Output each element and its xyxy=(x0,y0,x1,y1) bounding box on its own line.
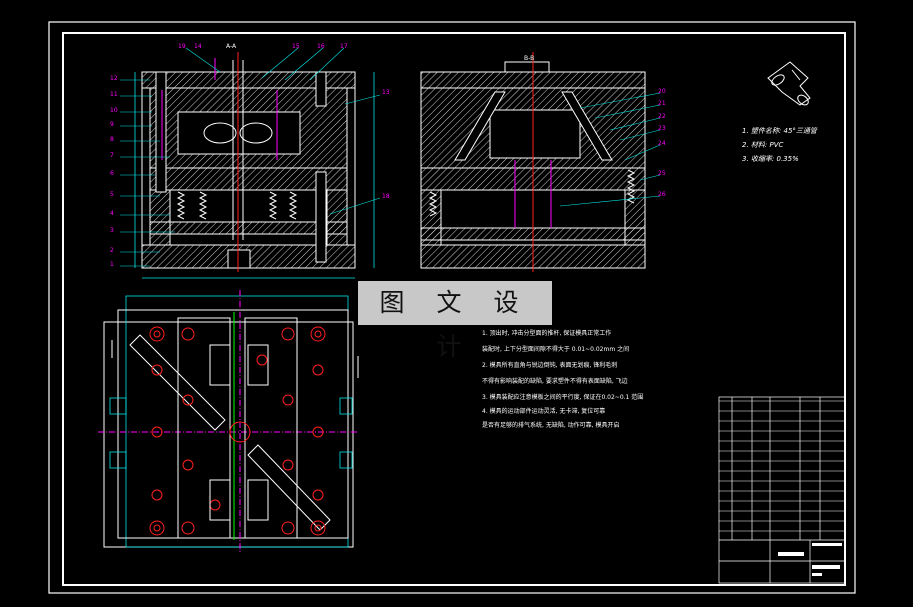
right-callout-26: 26 xyxy=(658,191,666,198)
left-callout-7: 7 xyxy=(110,152,114,159)
right-callout-23: 23 xyxy=(658,125,666,132)
title-block-fills xyxy=(778,543,842,576)
spec-line-2: 2. 材料: PVC xyxy=(742,141,784,149)
left-callout-13: 13 xyxy=(382,89,390,96)
tech-note-6: 4. 模具的运动部件运动灵活, 无卡滞, 复位可靠 xyxy=(482,408,606,415)
left-callout-4: 4 xyxy=(110,210,114,217)
spec-line-1: 1. 塑件名称: 45°三通管 xyxy=(742,127,817,135)
left-callout-9: 9 xyxy=(110,121,114,128)
part-sketch xyxy=(767,61,811,106)
section-label-bb: B-B xyxy=(524,55,534,62)
left-callout-18: 18 xyxy=(382,193,390,200)
right-callout-21: 21 xyxy=(658,100,666,107)
right-callout-20: 20 xyxy=(658,88,666,95)
left-callout-17: 17 xyxy=(340,43,348,50)
tech-note-5: 3. 模具装配应注意模板之间的平行度, 保证在0.02~0.1 范围 xyxy=(482,394,644,401)
left-callout-6: 6 xyxy=(110,170,114,177)
left-callout-3: 3 xyxy=(110,227,114,234)
section-label-aa: A-A xyxy=(226,43,237,50)
left-callout-5: 5 xyxy=(110,191,114,198)
tech-note-1: 1. 顶出时, 冲击分型面的推杆, 保证模具正常工作 xyxy=(482,330,612,337)
section-view-aa xyxy=(120,47,381,279)
left-callout-15: 15 xyxy=(292,43,300,50)
left-callout-11: 11 xyxy=(110,91,118,98)
overlay-title: 图 文 设 计 xyxy=(358,281,552,361)
right-callout-22: 22 xyxy=(658,113,666,120)
right-callout-numbers: 20 21 22 23 24 25 26 xyxy=(658,88,666,198)
right-callout-24: 24 xyxy=(658,140,666,147)
tech-note-7: 是否有足够的排气系统, 无缺陷, 动作可靠, 模具开启 xyxy=(482,422,620,429)
tech-note-3: 2. 模具所有直角与锐边倒钝, 表面无划痕, 锋利毛刺 xyxy=(482,362,618,369)
spec-line-3: 3. 收缩率: 0.35% xyxy=(742,155,799,163)
title-block-rows xyxy=(719,400,845,532)
left-callout-10: 10 xyxy=(110,107,118,114)
tech-note-2: 装配时, 上下分型面间隙不得大于 0.01~0.02mm 之间 xyxy=(482,346,630,353)
left-callout-19: 19 xyxy=(178,43,186,50)
drawing-frame xyxy=(48,21,856,594)
right-callout-25: 25 xyxy=(658,170,666,177)
left-callout-14: 14 xyxy=(194,43,202,50)
left-callout-12: 12 xyxy=(110,75,118,82)
section-view-bb xyxy=(420,52,661,272)
left-callout-16: 16 xyxy=(317,43,325,50)
left-callout-numbers: 19 14 15 16 17 12 11 10 9 8 7 6 5 4 3 2 1 13 18 xyxy=(110,43,390,268)
left-callout-8: 8 xyxy=(110,136,114,143)
left-callout-1: 1 xyxy=(110,261,114,268)
plan-view xyxy=(98,290,359,552)
tech-note-4: 不得有影响装配的缺陷, 要求塑件不得有表面缺陷, 飞边 xyxy=(482,378,628,385)
left-callout-2: 2 xyxy=(110,247,114,254)
